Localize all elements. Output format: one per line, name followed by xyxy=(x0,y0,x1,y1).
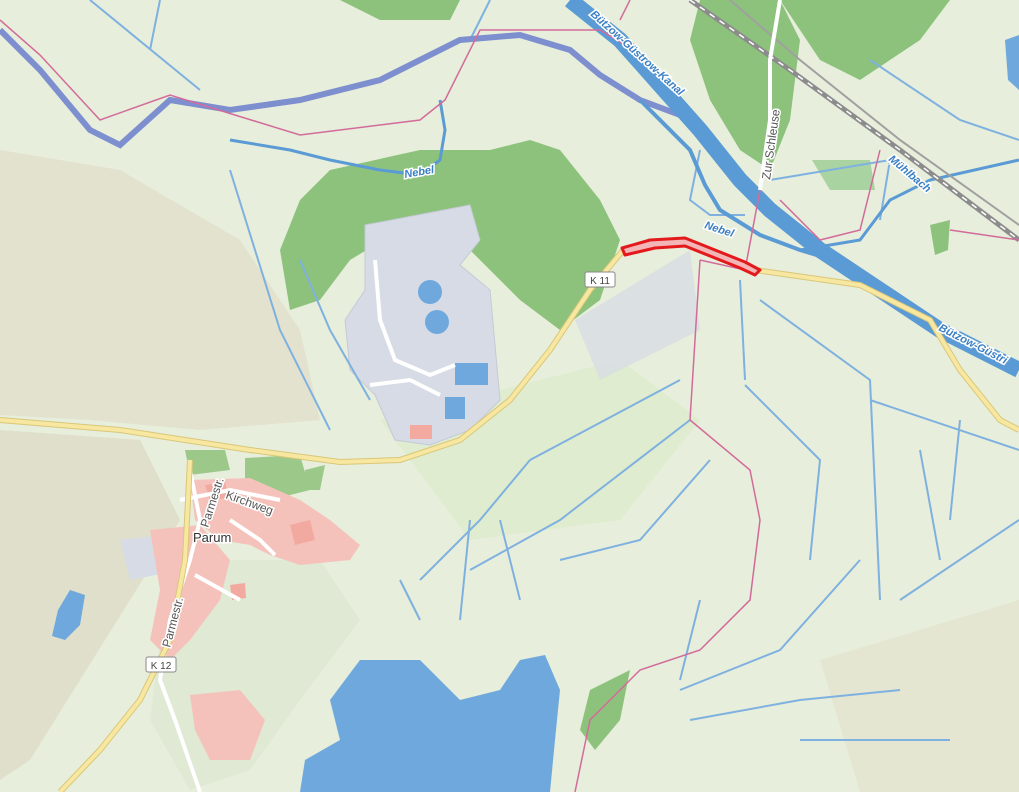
ditch xyxy=(149,0,161,51)
ditch xyxy=(739,279,746,381)
ditch xyxy=(869,399,1019,451)
ditch xyxy=(419,459,531,581)
service-road xyxy=(369,377,441,397)
railway-dash xyxy=(689,0,1019,241)
ditch xyxy=(919,449,941,561)
road-k11 xyxy=(0,246,627,465)
lake xyxy=(300,655,560,792)
ditch xyxy=(899,519,1019,601)
building xyxy=(290,520,315,545)
footpath xyxy=(619,0,631,21)
ditch xyxy=(744,384,822,561)
ditch xyxy=(499,519,521,601)
forest-area xyxy=(930,220,950,255)
settling-tank xyxy=(445,397,465,419)
railway xyxy=(688,0,1019,242)
shield-k12: K 12 xyxy=(145,656,177,673)
shield-box xyxy=(584,271,616,288)
shield-box xyxy=(145,656,177,673)
muhlbach-stream xyxy=(799,158,1019,252)
residential-area xyxy=(190,690,265,760)
footpath xyxy=(779,149,881,241)
footpath xyxy=(0,19,651,136)
farmland-area xyxy=(0,150,320,430)
ditch xyxy=(89,0,201,91)
footpath xyxy=(574,259,761,792)
farmland-area xyxy=(0,430,180,780)
pond xyxy=(52,590,85,640)
industrial-zone xyxy=(575,250,700,380)
forest-area xyxy=(185,450,230,475)
forest-area xyxy=(580,670,630,750)
parum-place-label: Parum xyxy=(193,530,231,545)
ditch xyxy=(679,559,861,691)
ditch xyxy=(229,169,331,431)
clarifier-basin xyxy=(425,310,449,334)
pond xyxy=(1005,35,1019,90)
shield-k11: K 11 xyxy=(584,271,616,288)
minor-road xyxy=(228,518,277,557)
ditch xyxy=(529,379,681,461)
nebel-river-branch xyxy=(229,99,447,177)
ditch xyxy=(869,59,1019,141)
ditch xyxy=(949,419,961,521)
nebel-river-upper xyxy=(0,27,682,149)
ditch xyxy=(689,689,901,721)
forest-area xyxy=(305,465,325,490)
footpath xyxy=(949,229,1019,241)
water-bodies xyxy=(52,35,1019,792)
building xyxy=(410,425,432,439)
ditch xyxy=(679,599,701,681)
ditch xyxy=(399,579,421,621)
clarifier-basin xyxy=(418,280,442,304)
railway-track xyxy=(729,0,1019,226)
road-zur-schleuse xyxy=(758,0,782,191)
farmland-area xyxy=(820,600,1019,792)
ditch xyxy=(559,459,711,561)
grass-area xyxy=(812,160,875,190)
highlighted-road-segment[interactable] xyxy=(620,236,762,277)
ditch xyxy=(759,299,881,601)
ditch xyxy=(469,0,491,41)
forest-area xyxy=(340,0,460,20)
residential-area xyxy=(190,478,360,565)
ditch xyxy=(459,519,471,621)
service-road xyxy=(373,259,456,378)
k11-shield-label: K 11 xyxy=(590,276,610,287)
ditch xyxy=(469,419,691,571)
minor-road xyxy=(194,573,241,602)
minor-roads xyxy=(157,0,782,792)
settling-tank xyxy=(455,363,488,385)
drainage-ditches xyxy=(89,0,1019,741)
ditch xyxy=(299,259,371,401)
k12-shield-label: K 12 xyxy=(151,661,172,672)
road-parmestr xyxy=(157,469,203,792)
ditch xyxy=(769,158,892,221)
forest-area xyxy=(780,0,950,80)
road-k11-east xyxy=(754,268,1019,432)
